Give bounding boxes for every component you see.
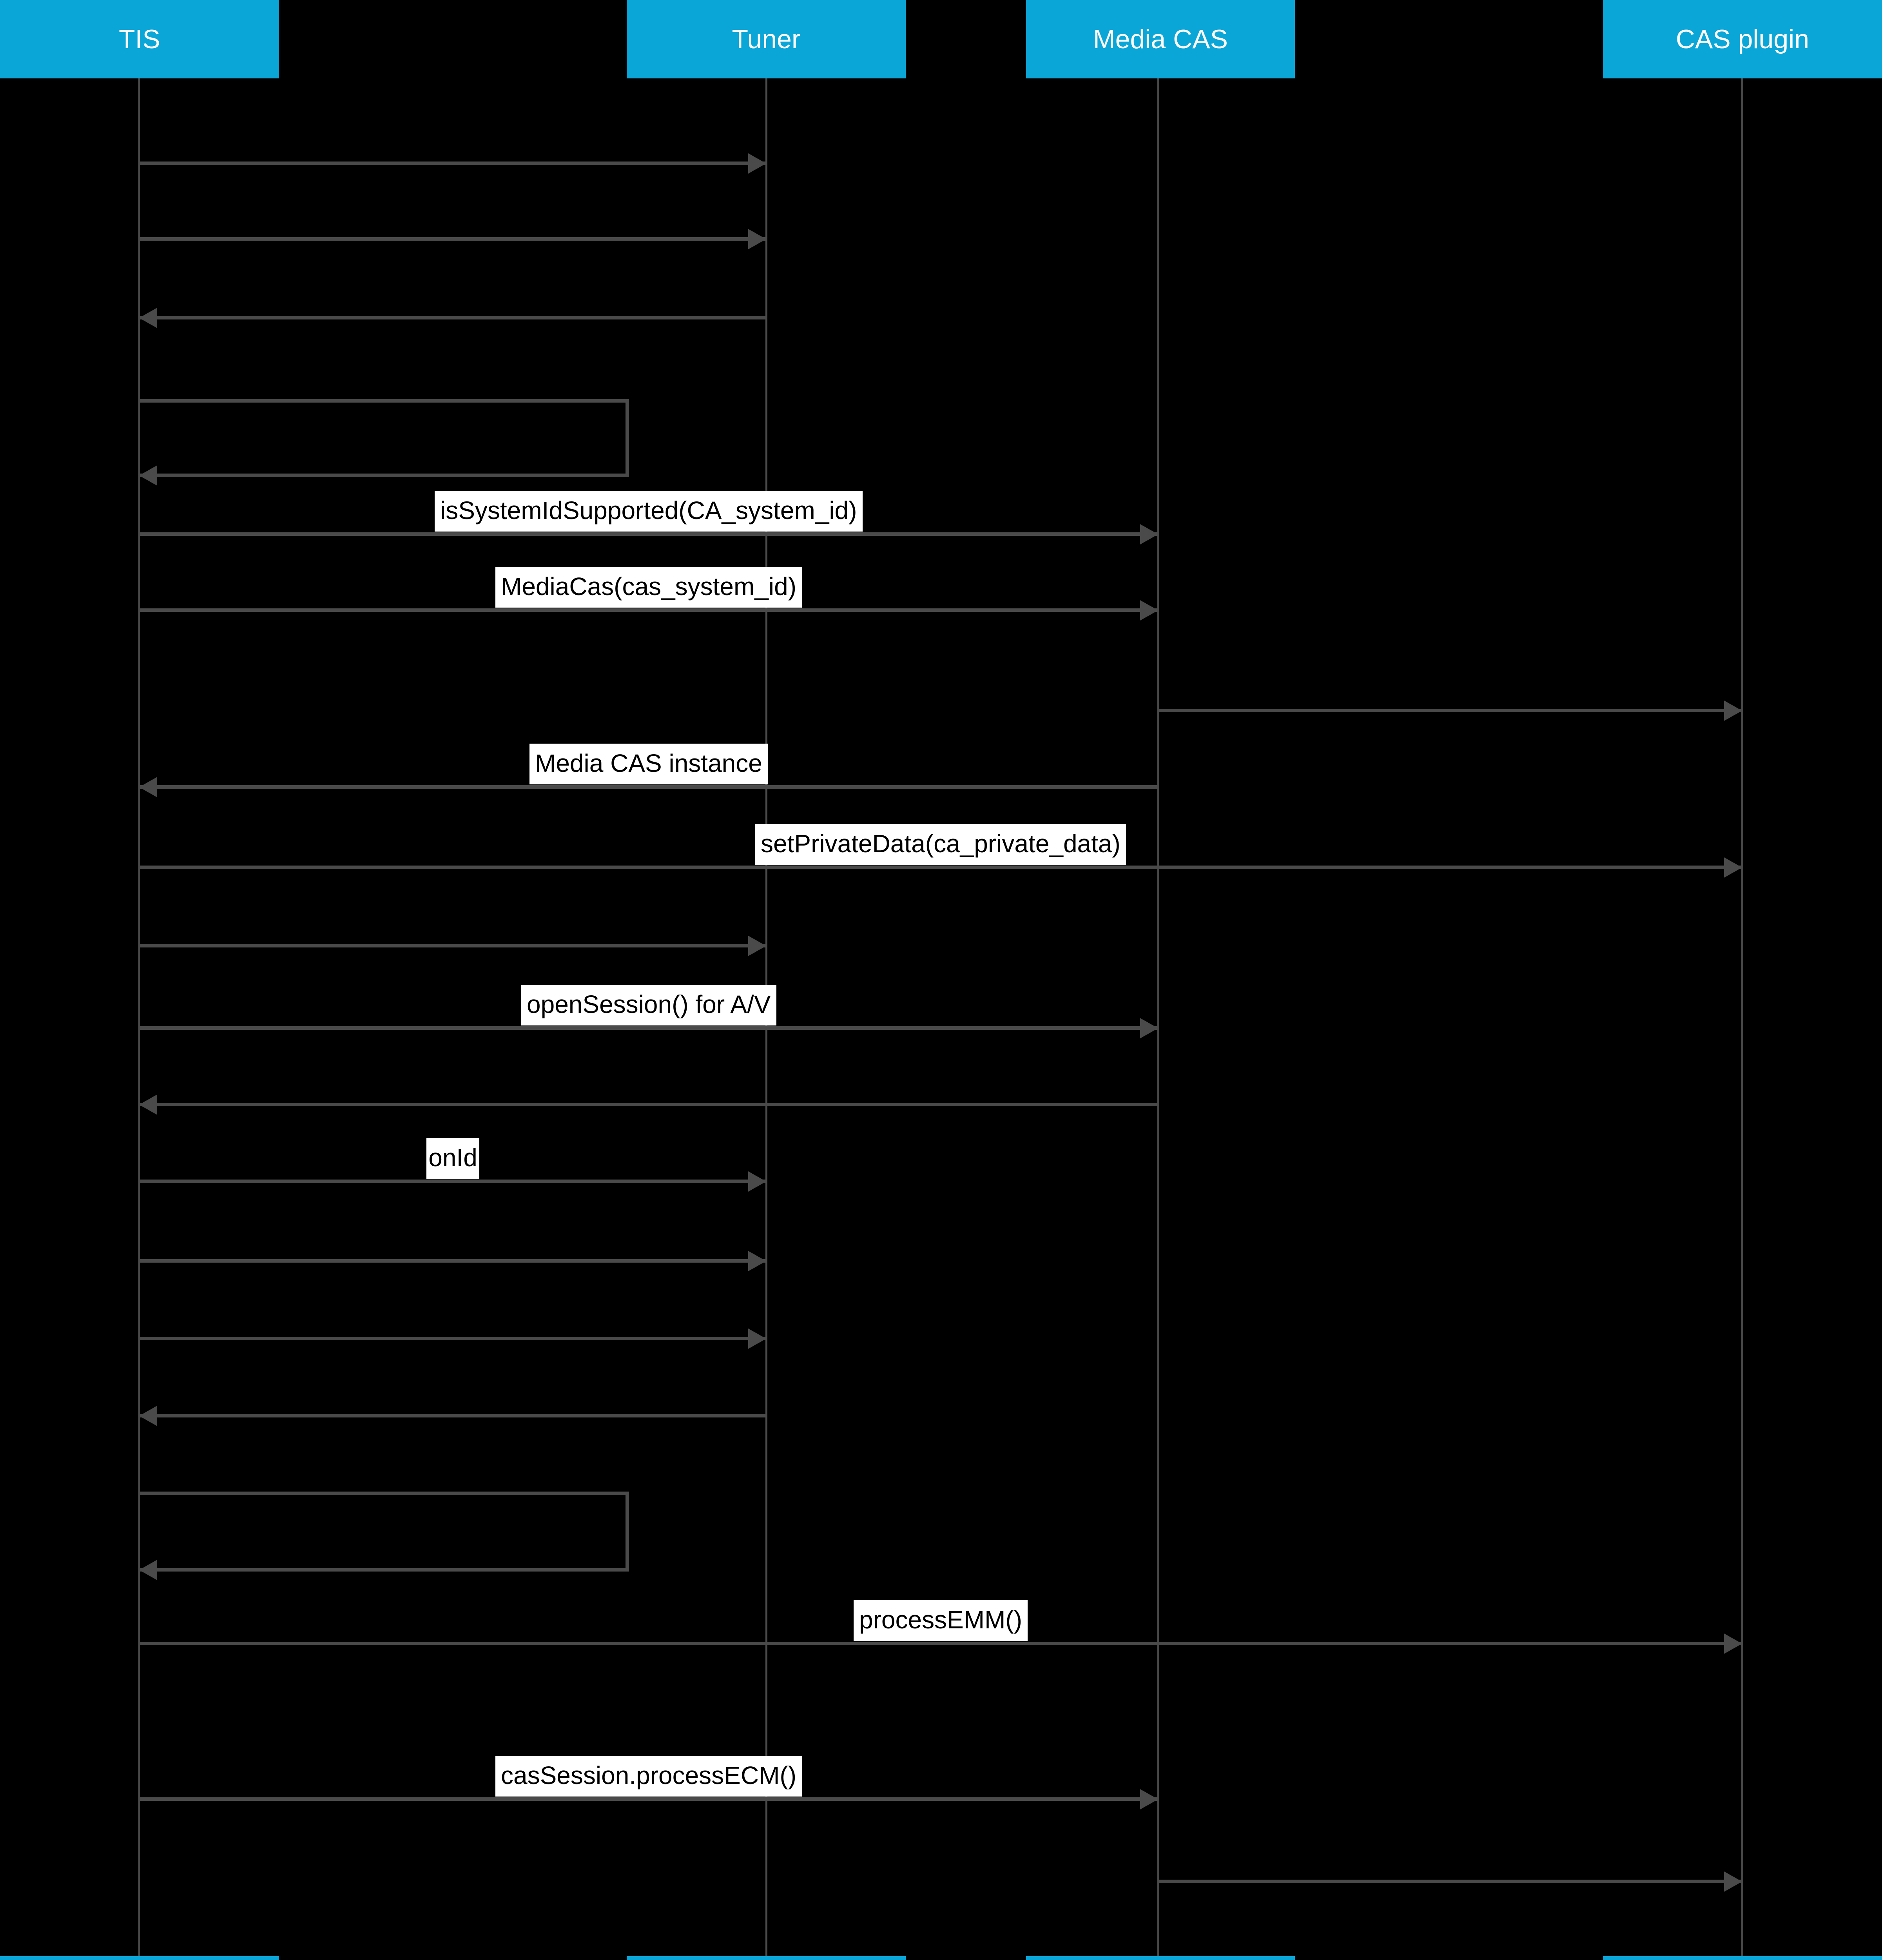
lifeline-mediacas [1157, 78, 1159, 1956]
participant-header-casplugin[interactable]: CAS plugin [1603, 0, 1882, 78]
message-label: onId [426, 1138, 479, 1179]
participant-footer-casplugin[interactable]: CAS plugin [1603, 1956, 1882, 1960]
message-line [139, 1259, 766, 1263]
participant-header-tis[interactable]: TIS [0, 0, 279, 78]
arrowhead-right-icon [748, 935, 766, 956]
self-message-bottom-segment [139, 474, 629, 477]
participant-footer-tuner[interactable]: Tuner [627, 1956, 906, 1960]
message-line [139, 1797, 1158, 1801]
arrowhead-right-icon [748, 229, 766, 249]
participant-footer-mediacas[interactable]: Media CAS [1026, 1956, 1295, 1960]
arrowhead-right-icon [748, 1250, 766, 1271]
self-message-top-segment [139, 1492, 629, 1495]
message-label: Media CAS instance [529, 744, 768, 784]
message-label: MediaCas(cas_system_id) [495, 567, 802, 608]
arrowhead-right-icon [1724, 700, 1742, 721]
message-line [139, 1026, 1158, 1030]
arrowhead-right-icon [1724, 1633, 1742, 1654]
message-label: casSession.processECM() [495, 1756, 802, 1797]
arrowhead-left-icon [139, 1405, 157, 1426]
message-line [139, 608, 1158, 612]
message-label: openSession() for A/V [521, 985, 776, 1025]
arrowhead-right-icon [1140, 1789, 1158, 1809]
lifeline-tis [138, 78, 140, 1956]
message-line [139, 1103, 1158, 1106]
arrowhead-right-icon [1724, 857, 1742, 878]
arrowhead-left-icon [139, 307, 157, 328]
participant-footer-tis[interactable]: TIS [0, 1956, 279, 1960]
message-line [139, 944, 766, 947]
message-line [139, 316, 766, 319]
arrowhead-right-icon [748, 1171, 766, 1192]
message-line [139, 162, 766, 165]
message-line [139, 785, 1158, 789]
message-line [139, 237, 766, 241]
message-line [139, 532, 1158, 536]
message-line [139, 1180, 766, 1183]
message-label: processEMM() [854, 1600, 1028, 1641]
lifeline-casplugin [1741, 78, 1743, 1956]
message-label: setPrivateData(ca_private_data) [755, 824, 1126, 865]
message-line [139, 1337, 766, 1340]
arrowhead-left-icon [139, 1559, 157, 1580]
message-line [1158, 1880, 1742, 1883]
self-message-right-segment [626, 399, 629, 474]
participant-header-mediacas[interactable]: Media CAS [1026, 0, 1295, 78]
message-label: isSystemIdSupported(CA_system_id) [435, 491, 863, 532]
message-line [139, 1642, 1742, 1645]
arrowhead-right-icon [1724, 1871, 1742, 1892]
participant-header-tuner[interactable]: Tuner [627, 0, 906, 78]
message-line [139, 1414, 766, 1417]
message-line [139, 866, 1742, 869]
self-message-right-segment [626, 1492, 629, 1568]
self-message-bottom-segment [139, 1568, 629, 1572]
message-line [1158, 709, 1742, 712]
arrowhead-right-icon [1140, 524, 1158, 544]
self-message-top-segment [139, 399, 629, 403]
arrowhead-right-icon [1140, 600, 1158, 621]
arrowhead-right-icon [1140, 1018, 1158, 1038]
arrowhead-right-icon [748, 153, 766, 174]
arrowhead-right-icon [748, 1328, 766, 1349]
arrowhead-left-icon [139, 777, 157, 797]
arrowhead-left-icon [139, 1094, 157, 1115]
arrowhead-left-icon [139, 465, 157, 486]
